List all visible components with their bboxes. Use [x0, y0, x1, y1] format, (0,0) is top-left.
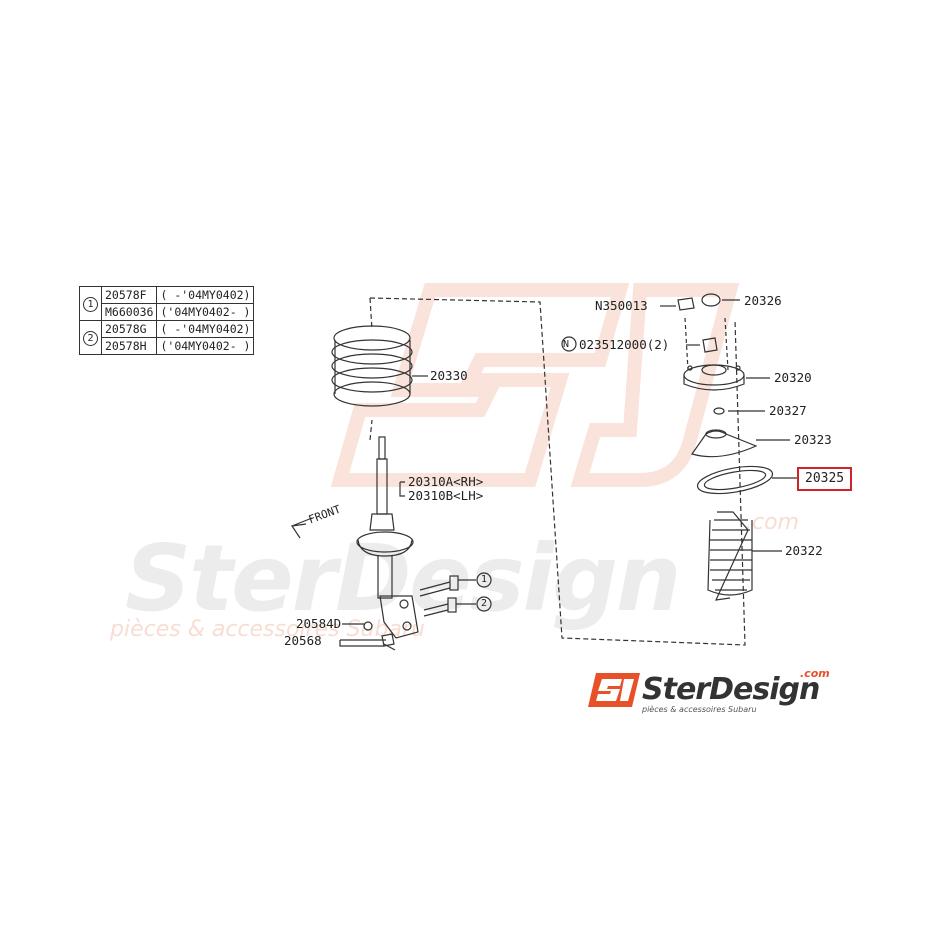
- bolt-2: [423, 597, 476, 617]
- label-20327: 20327: [769, 403, 807, 418]
- watermark-com: .com: [745, 510, 799, 535]
- label-20584d: 20584D: [296, 616, 342, 631]
- label-bolt-1: 1: [481, 574, 488, 585]
- rubber-seat-20325: [696, 465, 774, 495]
- label-n-circle: N: [563, 339, 570, 350]
- label-20325-highlighted[interactable]: 20325: [797, 467, 853, 491]
- legend-num: 1: [83, 296, 98, 312]
- legend-table: 1 20578F ( -'04MY0402) M660036 ('04MY040…: [79, 286, 255, 355]
- label-20310b: 20310B<LH>: [408, 488, 484, 503]
- legend-range: ('04MY0402- ): [156, 337, 255, 355]
- legend-range: ( -'04MY0402): [156, 286, 255, 304]
- nut-20568: [381, 633, 395, 647]
- brand-tagline: pièces & accessoires Subaru: [642, 705, 757, 714]
- legend-num: 2: [83, 330, 98, 346]
- label-n350013: N350013: [595, 298, 648, 313]
- watermark-subtext: pièces & accessoires Subaru: [110, 617, 425, 642]
- assembly-outline: [369, 297, 746, 646]
- dust-boot-20322: [707, 511, 753, 601]
- brand-com: .com: [800, 667, 830, 680]
- label-20323: 20323: [794, 432, 832, 447]
- legend-row: 20578H ('04MY0402- ): [80, 337, 255, 355]
- spring-seat-20323: [691, 429, 758, 458]
- legend-part: 20578H: [100, 337, 158, 355]
- bolt-1: [419, 575, 476, 597]
- strut-assembly: [356, 436, 419, 639]
- brand-name: SterDesign: [642, 672, 820, 707]
- label-20320: 20320: [774, 370, 812, 385]
- label-20310a: 20310A<RH>: [408, 474, 484, 489]
- strut-mount-20320: [683, 364, 745, 391]
- washer-20327: [713, 407, 725, 415]
- nut-n350013: [677, 297, 695, 311]
- washer-20584d: [363, 621, 373, 631]
- coil-spring: [331, 325, 413, 407]
- label-023512000: 023512000(2): [579, 337, 670, 352]
- watermark-text: SterDesign: [125, 525, 681, 632]
- cap-20326: [701, 293, 721, 307]
- label-20568: 20568: [284, 633, 322, 648]
- nut-023512000: [702, 337, 718, 353]
- label-20330: 20330: [430, 368, 468, 383]
- label-bolt-2: 2: [481, 598, 488, 609]
- front-arrow-icon: [290, 517, 313, 539]
- label-20322: 20322: [785, 543, 823, 558]
- legend-row: 1 20578F ( -'04MY0402): [79, 286, 255, 321]
- legend-part: 20578F: [100, 286, 158, 304]
- label-20326: 20326: [744, 293, 782, 308]
- legend-part: 20578G: [100, 320, 158, 338]
